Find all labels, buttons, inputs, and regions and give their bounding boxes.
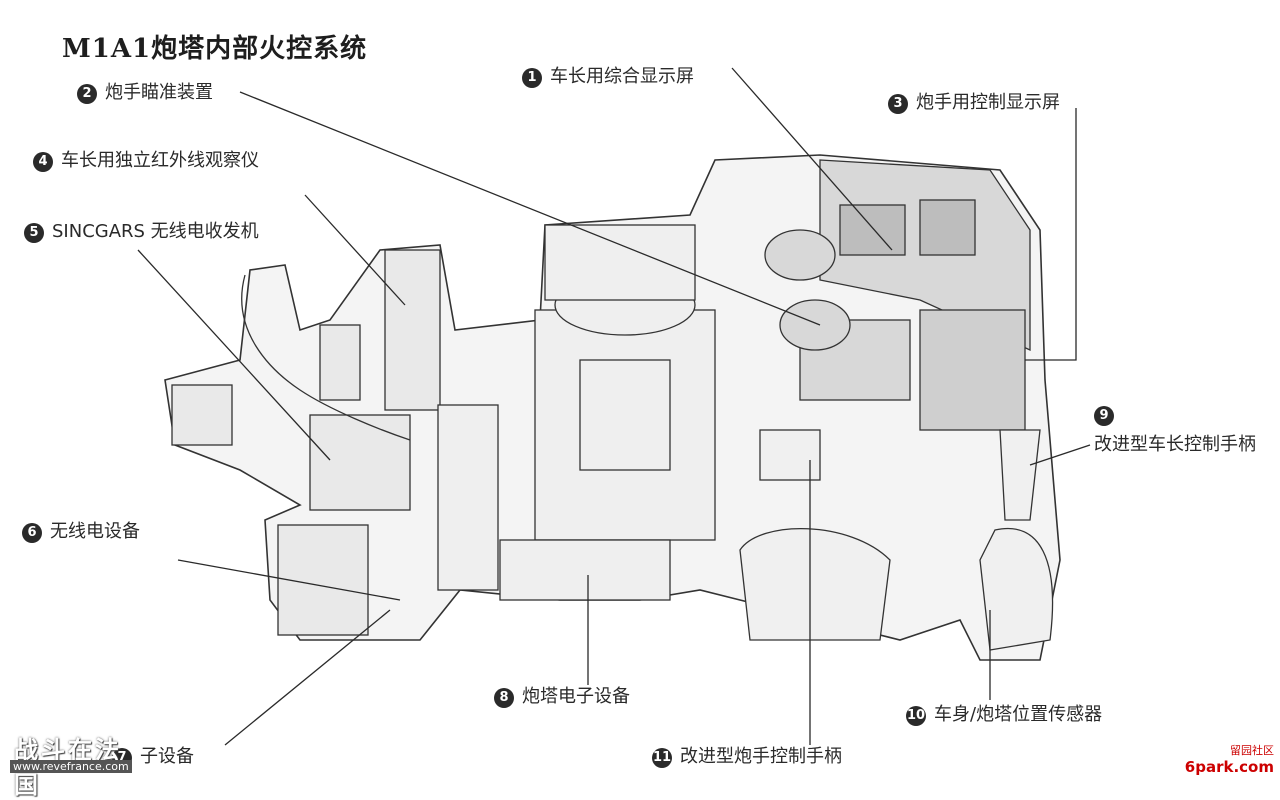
bracket-left [171, 384, 233, 446]
sight-eyepiece-b [779, 299, 851, 351]
radio-box [309, 414, 411, 511]
leader-3 [1025, 108, 1077, 361]
screen-1 [839, 204, 906, 256]
leader-6 [177, 559, 401, 601]
screen-2 [919, 199, 976, 256]
diagram-title: M1A1炮塔内部火控系统 [62, 34, 368, 64]
leader-2 [239, 91, 821, 326]
gunner-handle [759, 429, 821, 481]
leader-1 [731, 67, 893, 251]
sight-unit [544, 224, 696, 301]
leader-4 [304, 194, 406, 306]
rail-left [437, 404, 499, 591]
commander-seat [979, 527, 1054, 651]
label-9-number: 9 [1094, 404, 1122, 426]
ir-viewer [384, 249, 441, 411]
leader-5 [137, 249, 331, 461]
label-9: 改进型车长控制手柄 [1094, 434, 1256, 455]
watermark-right-cn: 留园社区 [1230, 744, 1274, 757]
watermark-right-en: 6park.com [1184, 758, 1274, 776]
cable-loop [241, 274, 411, 441]
watermark-left-url: www.revefrance.com [10, 760, 132, 773]
breech-block [579, 359, 671, 471]
watermark-left: 战斗在法国 www.revefrance.com [10, 730, 148, 799]
commander-handle [999, 429, 1041, 521]
sight-eyepiece-a [764, 229, 836, 281]
equipment-lower-left [277, 524, 369, 636]
turret-electronics [499, 539, 671, 601]
gunner-seat [739, 528, 891, 641]
transceiver-box [319, 324, 361, 401]
electronics-rack [919, 309, 1026, 431]
leader-9 [1029, 444, 1091, 466]
turret-illustration [137, 67, 1091, 746]
watermark-right: 留园社区 6park.com [1185, 742, 1274, 776]
leader-7 [224, 609, 391, 746]
